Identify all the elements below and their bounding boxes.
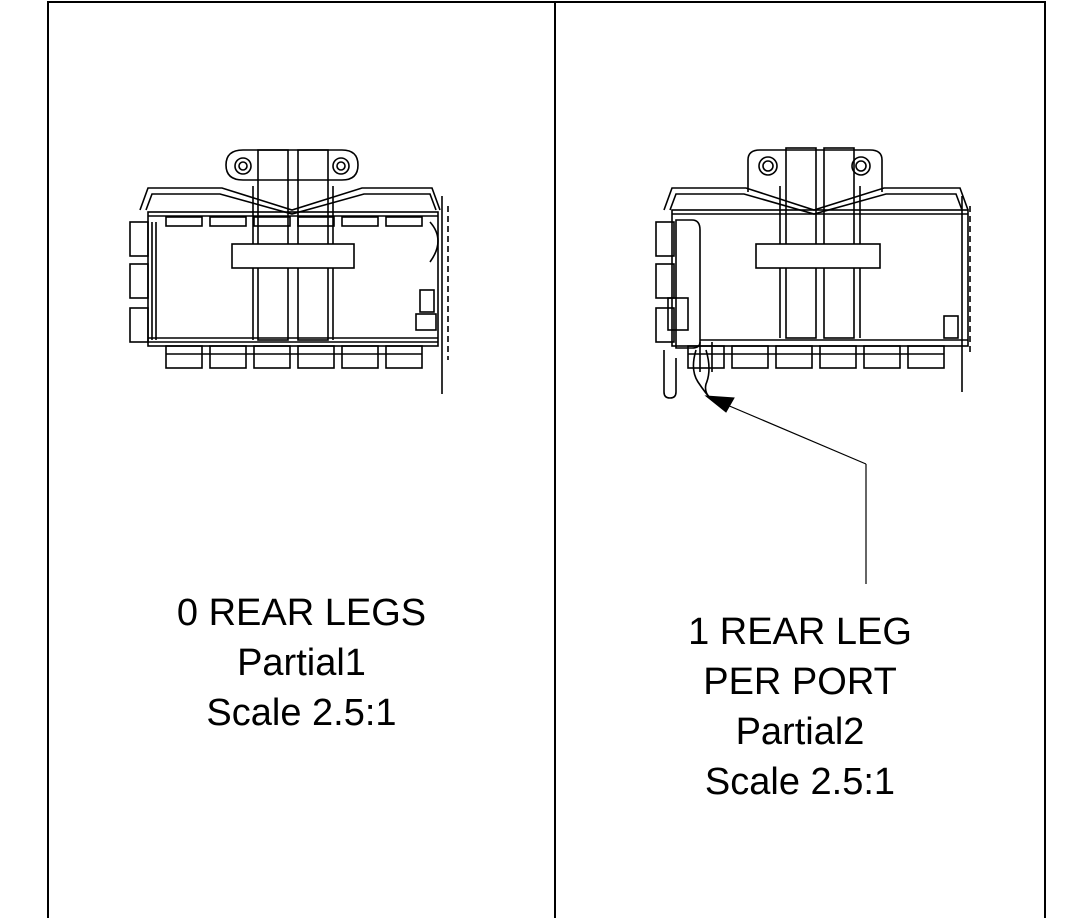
leader-arrow xyxy=(704,395,867,584)
caption-line: 0 REAR LEGS xyxy=(176,592,427,634)
partial1-drawing xyxy=(129,149,449,394)
partial2-caption: 1 REAR LEG PER PORT Partial2 Scale 2.5:1 xyxy=(555,607,1045,807)
caption-line: Partial2 xyxy=(735,711,865,753)
caption-line: Scale 2.5:1 xyxy=(704,761,896,803)
caption-line: Scale 2.5:1 xyxy=(206,692,397,734)
partial1-caption: 0 REAR LEGS Partial1 Scale 2.5:1 xyxy=(48,588,555,738)
sheet-border xyxy=(47,1,1046,918)
caption-line: 1 REAR LEG xyxy=(688,611,912,653)
caption-line: Partial1 xyxy=(237,642,366,684)
caption-line: PER PORT xyxy=(703,661,897,703)
partial2-drawing xyxy=(655,147,971,401)
